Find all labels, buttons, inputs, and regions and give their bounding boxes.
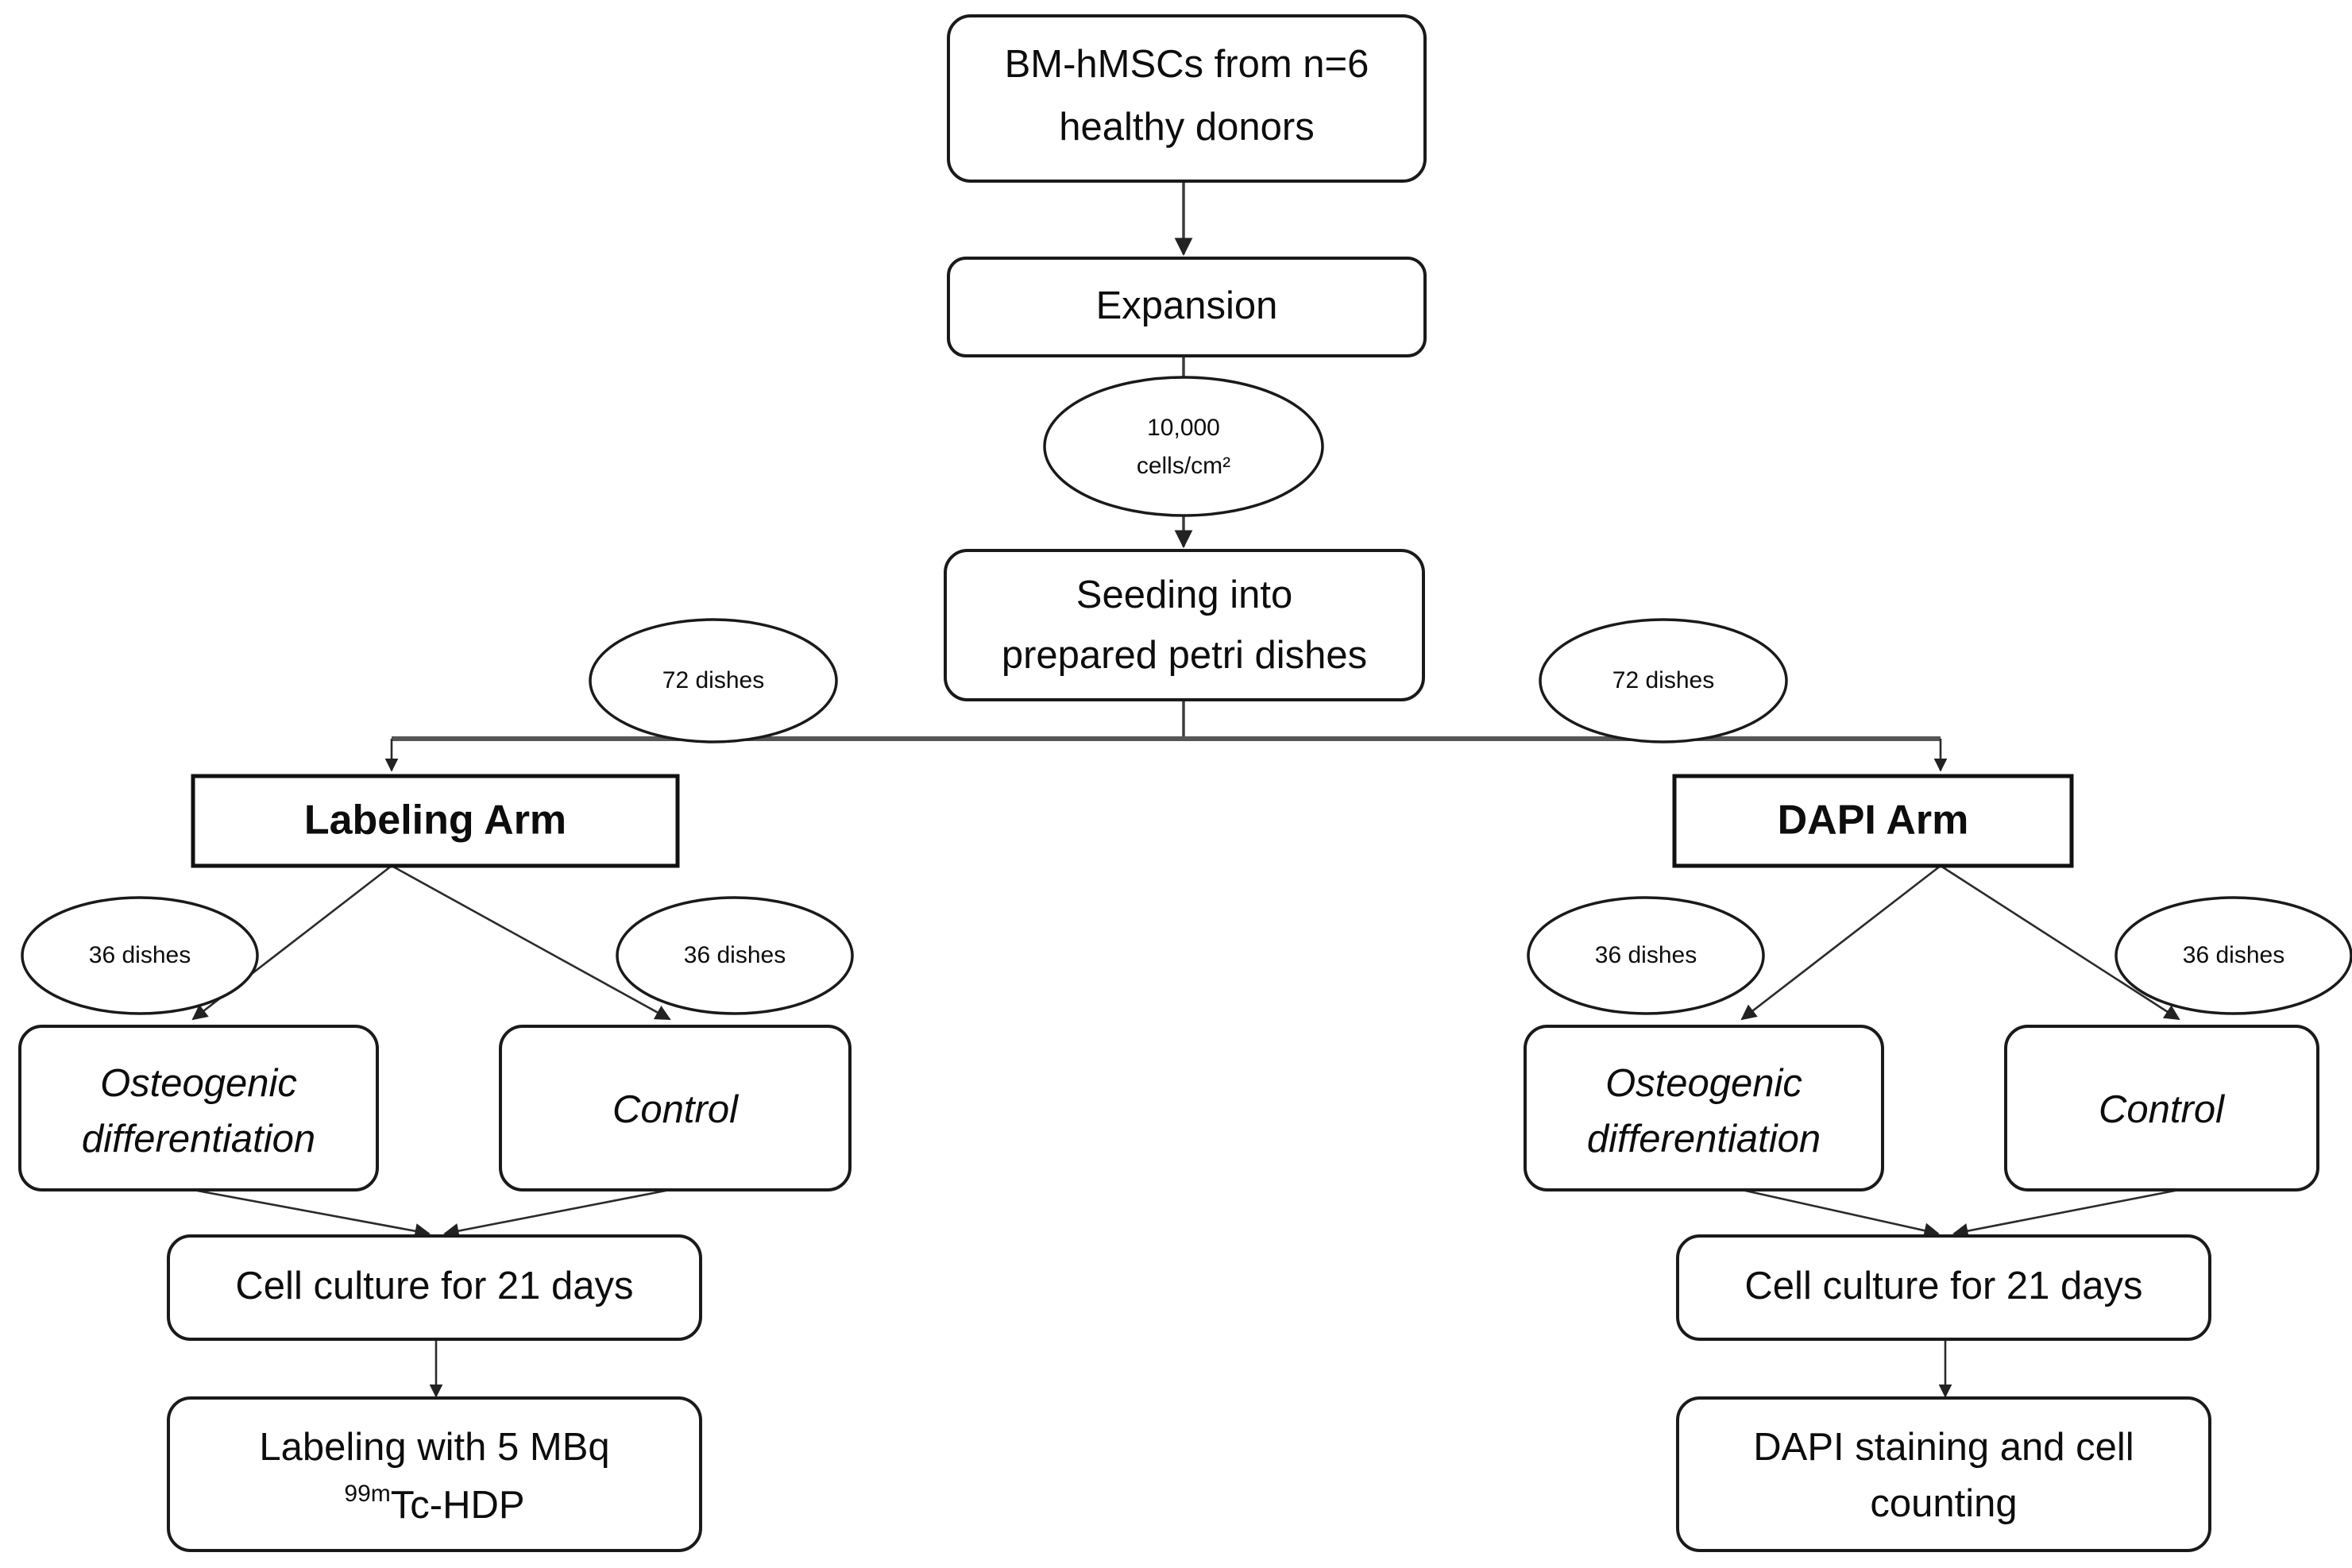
- node-seeding-line1: Seeding into: [1076, 574, 1292, 616]
- node-right-final-line2: counting: [1870, 1482, 2017, 1525]
- node-left-osteogenic-line1: Osteogenic: [100, 1062, 297, 1105]
- node-left-final-superscript: 99m: [344, 1481, 390, 1507]
- node-source[interactable]: BM-hMSCs from n=6 healthy donors: [947, 14, 1427, 183]
- edge-labeling-arm-to-left-control: [391, 864, 671, 1021]
- node-expansion-label: Expansion: [1096, 284, 1278, 327]
- node-right-control-label: Control: [2099, 1088, 2225, 1131]
- node-left-dishes-a-36[interactable]: 36 dishes: [21, 896, 259, 1015]
- node-left-final-line1: Labeling with 5 MBq: [259, 1426, 609, 1469]
- node-dapi-arm[interactable]: DAPI Arm: [1672, 774, 2074, 868]
- node-labeling-arm[interactable]: Labeling Arm: [191, 774, 680, 868]
- edge-right-control-to-culture: [1952, 1188, 2180, 1239]
- node-right-osteogenic-line1: Osteogenic: [1605, 1062, 1802, 1105]
- node-left-culture-label: Cell culture for 21 days: [235, 1265, 633, 1307]
- node-left-dishes-a-36-label: 36 dishes: [89, 942, 191, 968]
- node-source-line1: BM-hMSCs from n=6: [1005, 43, 1369, 86]
- node-right-dishes-b-36[interactable]: 36 dishes: [2114, 896, 2352, 1015]
- node-expansion[interactable]: Expansion: [947, 257, 1427, 357]
- node-left-control[interactable]: Control: [499, 1025, 852, 1191]
- edge-dapi-arm-to-right-control: [1940, 864, 2180, 1021]
- node-right-osteogenic[interactable]: Osteogenic differentiation: [1524, 1025, 1884, 1191]
- node-seeding[interactable]: Seeding into prepared petri dishes: [944, 549, 1425, 701]
- node-right-final[interactable]: DAPI staining and cell counting: [1676, 1396, 2211, 1552]
- node-right-osteogenic-line2: differentiation: [1587, 1118, 1821, 1161]
- node-left-final-line2: Tc-HDP: [391, 1484, 525, 1527]
- node-density-line2: cells/cm²: [1137, 453, 1230, 479]
- node-right-culture-label: Cell culture for 21 days: [1744, 1265, 2142, 1307]
- node-left-final[interactable]: Labeling with 5 MBq 99mTc-HDP: [167, 1396, 702, 1552]
- node-dishes-left-72-label: 72 dishes: [662, 667, 764, 693]
- node-left-dishes-b-36[interactable]: 36 dishes: [616, 896, 854, 1015]
- node-right-culture[interactable]: Cell culture for 21 days: [1676, 1234, 2211, 1341]
- node-dishes-right-72-label: 72 dishes: [1612, 667, 1714, 693]
- node-left-control-label: Control: [612, 1088, 739, 1131]
- node-right-dishes-b-36-label: 36 dishes: [2183, 942, 2284, 968]
- node-seeding-density[interactable]: 10,000 cells/cm²: [1043, 376, 1324, 517]
- node-left-final-line2-group: 99mTc-HDP: [344, 1481, 524, 1527]
- edge-left-control-to-culture: [443, 1188, 670, 1239]
- node-source-line2: healthy donors: [1059, 106, 1314, 149]
- edge-dapi-arm-to-right-osteo: [1740, 864, 1941, 1021]
- node-seeding-line2: prepared petri dishes: [1002, 634, 1367, 677]
- node-left-dishes-b-36-label: 36 dishes: [684, 942, 786, 968]
- node-right-dishes-a-36-label: 36 dishes: [1595, 942, 1697, 968]
- edge-right-osteo-to-culture: [1741, 1188, 1940, 1238]
- node-right-dishes-a-36[interactable]: 36 dishes: [1527, 896, 1765, 1015]
- node-labeling-arm-label: Labeling Arm: [304, 798, 566, 844]
- node-dishes-left-72[interactable]: 72 dishes: [589, 618, 838, 743]
- edge-left-osteo-to-culture: [192, 1188, 431, 1239]
- node-dapi-arm-label: DAPI Arm: [1778, 798, 1969, 844]
- node-left-culture[interactable]: Cell culture for 21 days: [167, 1234, 702, 1341]
- node-right-control[interactable]: Control: [2004, 1025, 2319, 1191]
- node-left-osteogenic-line2: differentiation: [82, 1118, 315, 1161]
- node-left-osteogenic[interactable]: Osteogenic differentiation: [18, 1025, 379, 1191]
- node-density-line1: 10,000: [1147, 415, 1220, 441]
- node-dishes-right-72[interactable]: 72 dishes: [1539, 618, 1788, 743]
- node-right-final-line1: DAPI staining and cell: [1753, 1426, 2134, 1469]
